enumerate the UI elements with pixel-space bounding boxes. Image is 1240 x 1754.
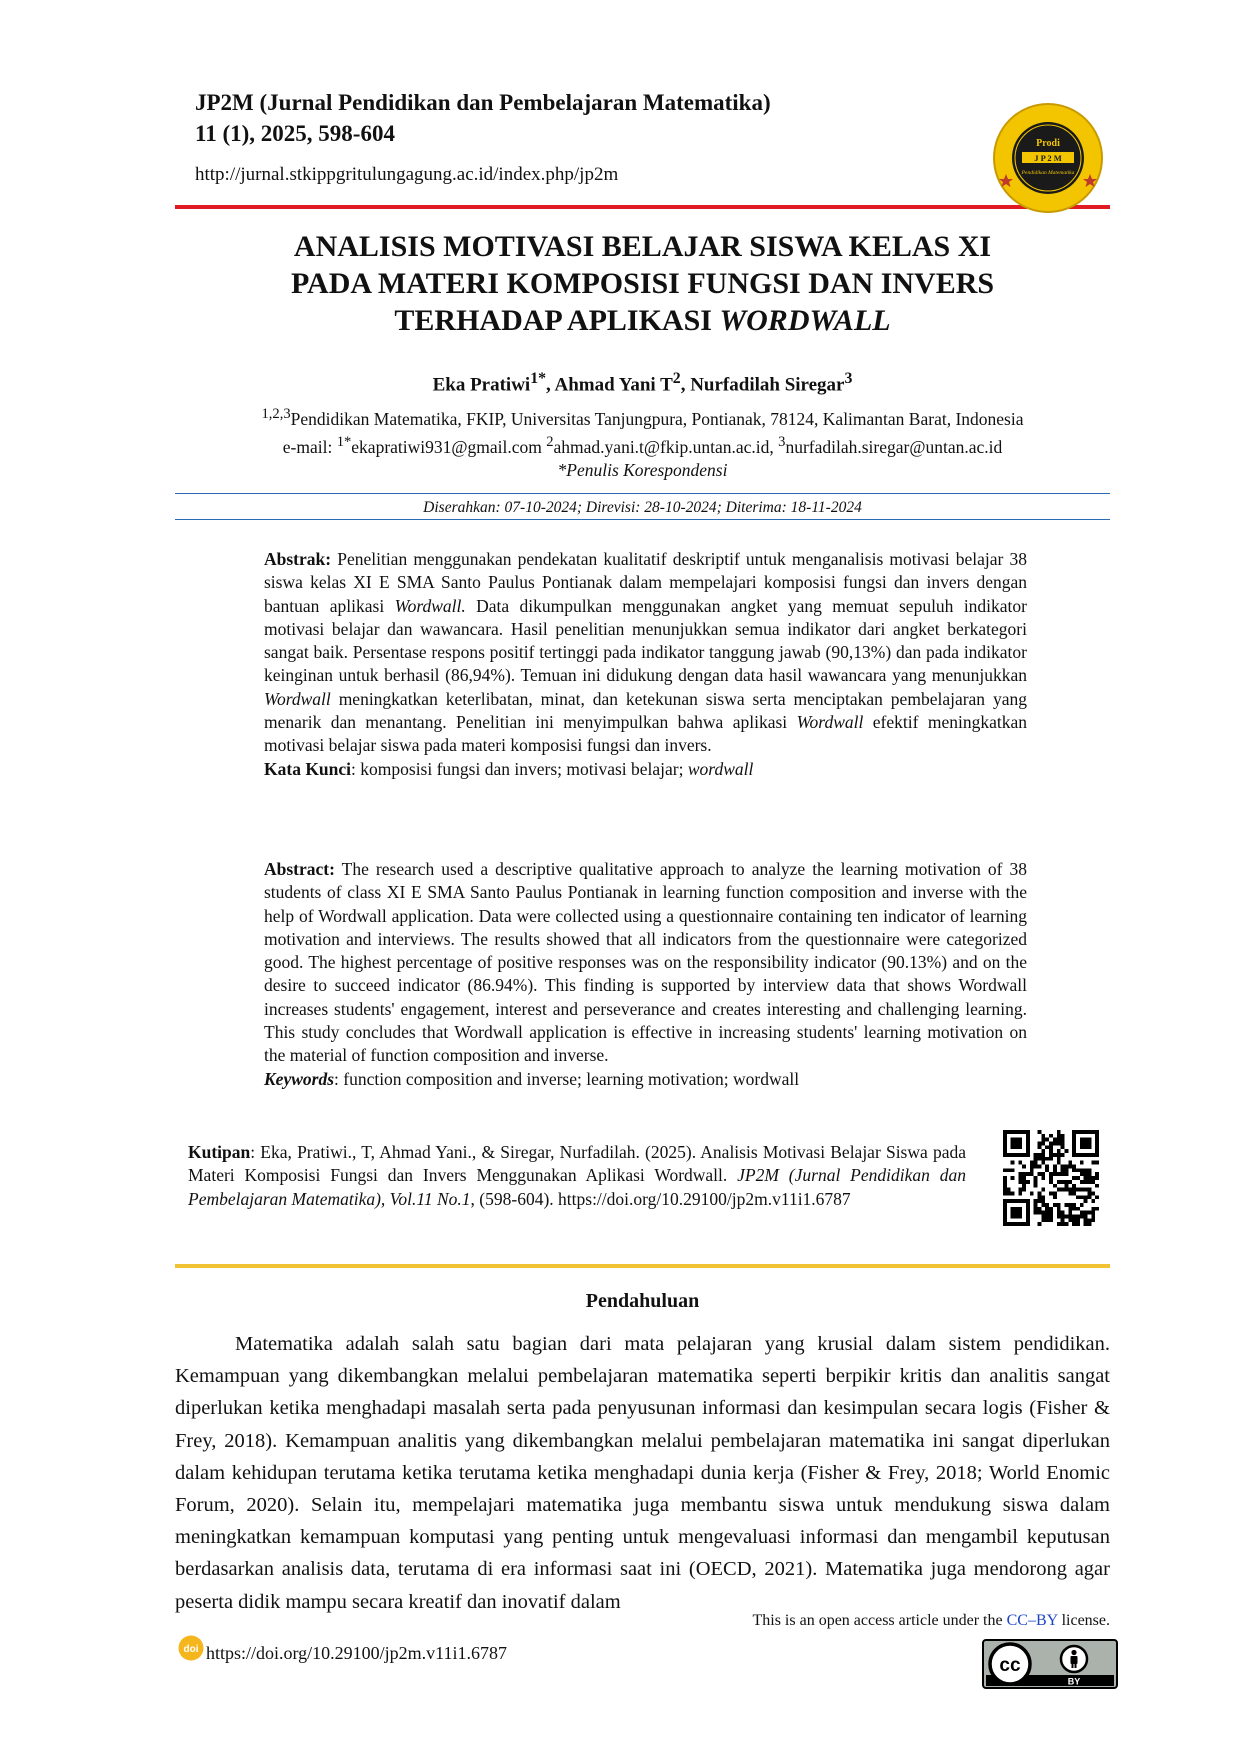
section-title: Pendahuluan <box>585 1290 700 1312</box>
email-1-sup: 1* <box>336 433 352 450</box>
title-line-2: PADA MATERI KOMPOSISI FUNGSI DAN INVERS <box>290 267 995 300</box>
email-label: e-mail: <box>282 436 337 457</box>
title-line-3-prefix: TERHADAP APLIKASI <box>394 304 720 337</box>
email-3[interactable]: nurfadilah.siregar@untan.ac.id <box>785 436 1003 457</box>
kata-kunci-label: Kata Kunci <box>264 758 352 779</box>
title-line-3: TERHADAP APLIKASI WORDWALL <box>175 302 1110 339</box>
kata-kunci-italic: wordwall <box>687 758 754 779</box>
abstrak-text-1: Penelitian menggunakan pendekatan kualit… <box>264 549 1027 616</box>
author-list: Eka Pratiwi1*, Ahmad Yani T2, Nurfadilah… <box>175 370 1110 396</box>
abstrak-text-4: efektif meningkatkan motivasi belajar si… <box>264 712 1027 756</box>
author-sep-1: , <box>546 374 555 396</box>
header-rule <box>175 205 1110 209</box>
citation-label: Kutipan <box>188 1142 251 1162</box>
author-2: Ahmad Yani T <box>554 374 673 396</box>
abstrak-italic-3: Wordwall <box>796 712 864 733</box>
dates-rule-top <box>175 493 1110 494</box>
abstrak-italic-2: Wordwall <box>264 688 331 709</box>
citation-italic: JP2M (Jurnal Pendidikan dan Pembelajaran… <box>188 1165 966 1209</box>
email-2[interactable]: ahmad.yani.t@fkip.untan.ac.id, <box>553 436 779 457</box>
author-3-sup: 3 <box>844 370 853 387</box>
email-3-sup: 3 <box>778 433 786 450</box>
keywords-label: Keywords <box>264 1068 334 1089</box>
doi-footer: doi https://doi.org/10.29100/jp2m.v11i1.… <box>178 1635 508 1664</box>
title-line-3-italic: WORDWALL <box>719 304 891 337</box>
affiliation-line: 1,2,3Pendidikan Matematika, FKIP, Univer… <box>175 403 1110 431</box>
abstrak-italic-1: Wordwall. <box>394 595 466 616</box>
abstrak-text-3: meningkatkan keterlibatan, minat, dan ke… <box>264 688 1027 733</box>
abstrak-text-2: Data dikumpulkan menggunakan angket yang… <box>264 595 1027 686</box>
affiliation-block: 1,2,3Pendidikan Matematika, FKIP, Univer… <box>175 403 1110 482</box>
abstrak-block: Abstrak: Penelitian menggunakan pendekat… <box>264 548 1027 781</box>
abstrak-label: Abstrak: <box>264 549 332 569</box>
license-link[interactable]: CC–BY <box>1006 1612 1058 1629</box>
dates-rule-bottom <box>175 519 1110 520</box>
citation-block: Kutipan: Eka, Pratiwi., T, Ahmad Yani., … <box>188 1141 966 1211</box>
email-line: e-mail: 1*ekapratiwi931@gmail.com 2ahmad… <box>175 431 1110 459</box>
author-3: Nurfadilah Siregar <box>690 374 845 396</box>
logo-prodi-text: Prodi <box>1036 138 1060 149</box>
email-1[interactable]: ekapratiwi931@gmail.com <box>351 436 547 457</box>
license-suffix: license. <box>1057 1612 1110 1629</box>
abstract-text: The research used a descriptive qualitat… <box>264 859 1027 1066</box>
doi-icon: doi <box>178 1635 204 1660</box>
journal-url[interactable]: http://jurnal.stkippgritulungagung.ac.id… <box>195 164 619 185</box>
title-line-1: ANALISIS MOTIVASI BELAJAR SISWA KELAS XI <box>293 230 992 263</box>
abstract-label: Abstract: <box>264 859 335 879</box>
keywords-line: Keywords: function composition and inver… <box>264 1068 1027 1091</box>
doi-link[interactable]: https://doi.org/10.29100/jp2m.v11i1.6787 <box>206 1643 508 1663</box>
license-note: This is an open access article under the… <box>640 1612 1110 1630</box>
by-text: BY <box>1068 1677 1081 1687</box>
corresponding-note: *Penulis Korespondensi <box>557 459 728 480</box>
keywords-text: : function composition and inverse; lear… <box>334 1068 800 1089</box>
author-2-sup: 2 <box>672 370 681 387</box>
kata-kunci-text: : komposisi fungsi dan invers; motivasi … <box>351 758 688 779</box>
citation-text-2: , (598-604). https://doi.org/10.29100/jp… <box>470 1188 851 1209</box>
abstract-block: Abstract: The research used a descriptiv… <box>264 858 1027 1091</box>
author-sep-2: , <box>680 374 691 396</box>
journal-volume: 11 (1), 2025, 598-604 <box>195 121 395 146</box>
abstract-paragraph: Abstract: The research used a descriptiv… <box>264 858 1027 1068</box>
intro-text: Matematika adalah salah satu bagian dari… <box>175 1333 1110 1613</box>
kata-kunci-line: Kata Kunci: komposisi fungsi dan invers;… <box>264 758 1027 781</box>
doi-icon-text: doi <box>184 1644 199 1655</box>
email-2-sup: 2 <box>546 433 554 450</box>
logo-sub-text: Pendidikan Matematika <box>1021 170 1075 176</box>
cc-text: cc <box>999 1655 1021 1676</box>
submission-dates: Diserahkan: 07-10-2024; Direvisi: 28-10-… <box>423 499 862 516</box>
article-title: ANALISIS MOTIVASI BELAJAR SISWA KELAS XI… <box>175 228 1110 339</box>
affiliation-sup: 1,2,3 <box>261 406 291 422</box>
jp2m-logo-icon: Prodi J P 2 M Pendidikan Matematika <box>993 103 1103 213</box>
journal-name: JP2M (Jurnal Pendidikan dan Pembelajaran… <box>195 90 771 115</box>
logo-band-text: J P 2 M <box>1034 153 1062 163</box>
author-1: Eka Pratiwi <box>432 374 531 396</box>
author-1-sup: 1* <box>530 370 547 387</box>
affiliation-text: Pendidikan Matematika, FKIP, Universitas… <box>290 408 1024 429</box>
abstrak-paragraph: Abstrak: Penelitian menggunakan pendekat… <box>264 548 1027 758</box>
section-divider <box>175 1264 1110 1268</box>
citation-text-1: : Eka, Pratiwi., T, Ahmad Yani., & Sireg… <box>188 1142 966 1186</box>
qr-code-icon[interactable] <box>1003 1130 1099 1226</box>
intro-paragraph: Matematika adalah salah satu bagian dari… <box>175 1328 1110 1618</box>
license-prefix: This is an open access article under the <box>752 1612 1007 1629</box>
cc-by-license-icon[interactable]: cc BY <box>982 1639 1118 1689</box>
